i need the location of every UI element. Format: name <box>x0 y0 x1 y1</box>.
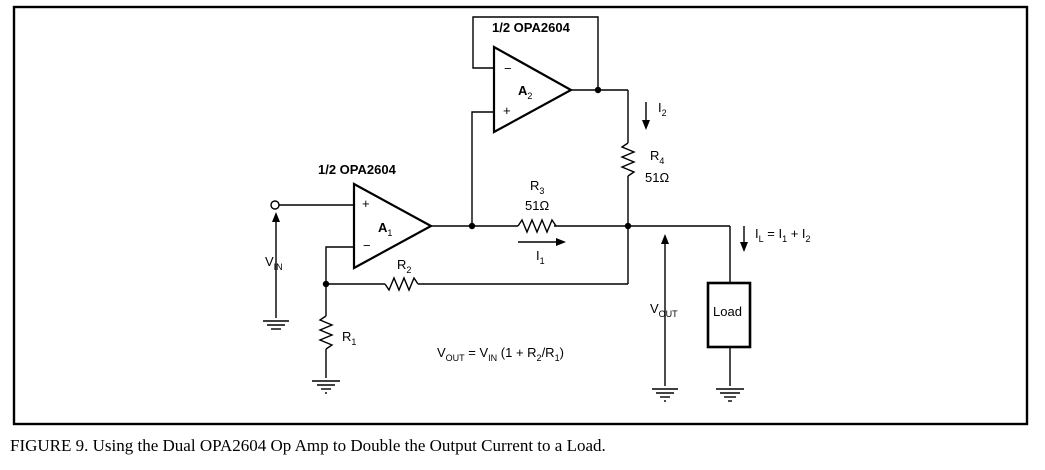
r1-ref: R1 <box>342 329 356 347</box>
amp-a2-minus-sign: − <box>504 61 512 76</box>
amp-a1-minus-sign: − <box>363 238 371 253</box>
amp-a2-part-label: 1/2 OPA2604 <box>492 20 571 35</box>
resistor-r1 <box>318 315 334 350</box>
amp-a2-plus-sign: + <box>503 103 511 118</box>
i2-label: I2 <box>658 100 667 118</box>
op-amp-a2 <box>492 45 574 134</box>
r4-value: 51Ω <box>645 170 669 185</box>
il-arrow-head <box>740 242 748 252</box>
i1-label: I1 <box>536 248 545 266</box>
op-amp-a1 <box>352 182 434 270</box>
vout-arrow-head <box>661 234 669 244</box>
a2-plus-input-wire <box>471 111 494 226</box>
resistor-r3 <box>517 218 557 234</box>
r3-ref: R3 <box>530 178 544 196</box>
r3-value: 51Ω <box>525 198 549 213</box>
load-ground-icon <box>716 388 744 402</box>
vout-label: VOUT <box>650 301 678 319</box>
a2-feedback-wire <box>472 16 599 90</box>
figure-caption: FIGURE 9. Using the Dual OPA2604 Op Amp … <box>10 436 606 455</box>
vin-input-terminal <box>270 200 280 210</box>
vin-arrow-head <box>272 212 280 222</box>
vin-ground-icon <box>263 320 289 330</box>
i1-arrow-head <box>556 238 566 246</box>
r2-ref: R2 <box>397 257 411 275</box>
i2-arrow-head <box>642 120 650 130</box>
a1-minus-input-wire <box>325 246 354 284</box>
figure-frame <box>12 5 1029 426</box>
amp-a1-part-label: 1/2 OPA2604 <box>318 162 397 177</box>
load-box <box>706 281 752 349</box>
il-label: IL = I1 + I2 <box>755 226 811 244</box>
load-label: Load <box>713 304 742 319</box>
junction-dot <box>594 86 602 94</box>
vin-label: VIN <box>265 254 283 272</box>
gain-equation: VOUT = VIN (1 + R2/R1) <box>437 345 564 363</box>
r4-ref: R4 <box>650 148 664 166</box>
junction-dot <box>468 222 476 230</box>
amp-a2-ref: A2 <box>518 83 532 101</box>
resistor-r4 <box>620 142 636 177</box>
resistor-r2 <box>384 276 419 292</box>
vout-ground-icon <box>652 388 678 402</box>
amp-a1-plus-sign: + <box>362 196 370 211</box>
r3-gap <box>518 218 554 234</box>
r1-ground-icon <box>312 380 340 394</box>
amp-a1-ref: A1 <box>378 220 392 238</box>
